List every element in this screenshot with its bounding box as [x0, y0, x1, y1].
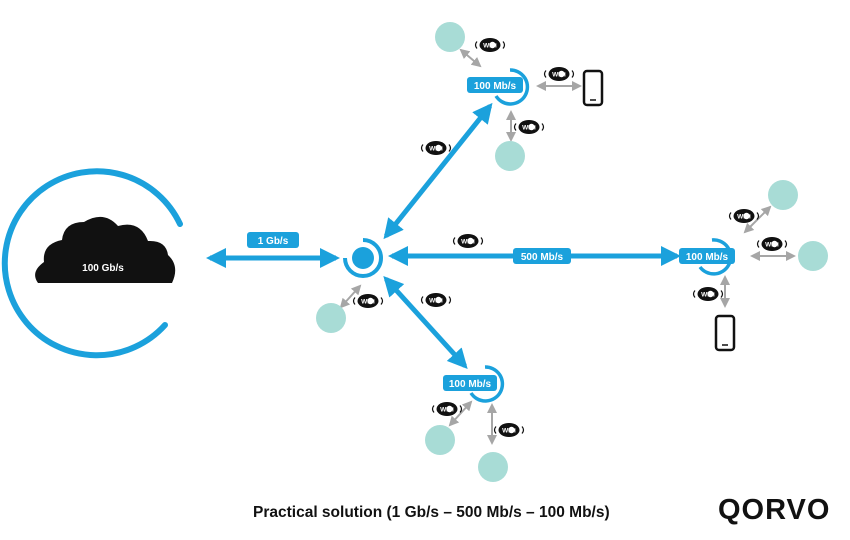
backhaul-east-speed-label: 500 Mb/s	[521, 252, 564, 263]
wifi-badge-icon: WiFi	[513, 119, 545, 135]
wifi-badge-icon: WiFi	[493, 422, 525, 438]
svg-text:WiFi: WiFi	[429, 298, 443, 305]
client-link	[448, 400, 473, 427]
svg-text:WiFi: WiFi	[737, 214, 751, 221]
uplink-speed-label: 1 Gb/s	[258, 236, 289, 247]
client-device-icon	[425, 425, 455, 455]
client-device-icon	[478, 452, 508, 482]
wifi-badge-icon: WiFi	[420, 292, 452, 308]
smartphone-icon	[582, 69, 604, 107]
gateway-client: WiFi	[316, 284, 384, 333]
client-device-icon	[768, 180, 798, 210]
svg-text:WiFi: WiFi	[440, 407, 454, 414]
gateway-client-link	[339, 284, 362, 309]
svg-text:WiFi: WiFi	[552, 72, 566, 79]
cloud-speed-label: 100 Gb/s	[82, 263, 124, 274]
node-south-speed-label: 100 Mb/s	[449, 379, 492, 390]
wifi-badge-icon: WiFi	[728, 208, 760, 224]
gateway-node	[343, 238, 383, 278]
wifi-badge-icon: WiFi	[431, 401, 463, 417]
svg-text:WiFi: WiFi	[483, 43, 497, 50]
uplink-speed-badge	[247, 232, 299, 248]
wifi-badge-icon: WiFi	[692, 286, 724, 302]
node-north-speed-label: 100 Mb/s	[474, 81, 517, 92]
svg-text:WiFi: WiFi	[701, 292, 715, 299]
svg-text:WiFi: WiFi	[502, 428, 516, 435]
wifi-badge-icon: WiFi	[452, 233, 484, 249]
client-device-icon	[495, 141, 525, 171]
wifi-badge-icon: WiFi	[420, 140, 452, 156]
backhaul-north-arrow	[383, 102, 493, 240]
cloud-ring	[1, 168, 183, 359]
backhaul-south-arrow	[383, 276, 468, 369]
client-link	[459, 48, 482, 68]
wifi-badge-icon: WiFi	[543, 66, 575, 82]
client-device-icon	[435, 22, 465, 52]
wifi-badge-icon: WiFi	[756, 236, 788, 252]
wifi-badge-icon: WiFi	[474, 37, 506, 53]
cloud-icon	[35, 216, 176, 283]
smartphone-icon	[714, 314, 736, 352]
svg-text:WiFi: WiFi	[361, 299, 375, 306]
svg-text:WiFi: WiFi	[765, 242, 779, 249]
wifi-badge-icon: WiFi	[352, 293, 384, 309]
svg-text:WiFi: WiFi	[429, 146, 443, 153]
node-north: 100 Mb/s	[467, 68, 530, 106]
svg-text:WiFi: WiFi	[522, 125, 536, 132]
node-east-speed-label: 100 Mb/s	[686, 252, 729, 263]
client-device-icon	[316, 303, 346, 333]
diagram-caption: Practical solution (1 Gb/s – 500 Mb/s – …	[253, 504, 610, 521]
node-south: 100 Mb/s	[443, 365, 505, 403]
client-device-icon	[798, 241, 828, 271]
qorvo-logo: QORVO	[718, 494, 831, 526]
node-east: 100 Mb/s	[679, 238, 735, 276]
backhaul-east-speed-badge	[513, 248, 571, 264]
svg-text:WiFi: WiFi	[461, 239, 475, 246]
